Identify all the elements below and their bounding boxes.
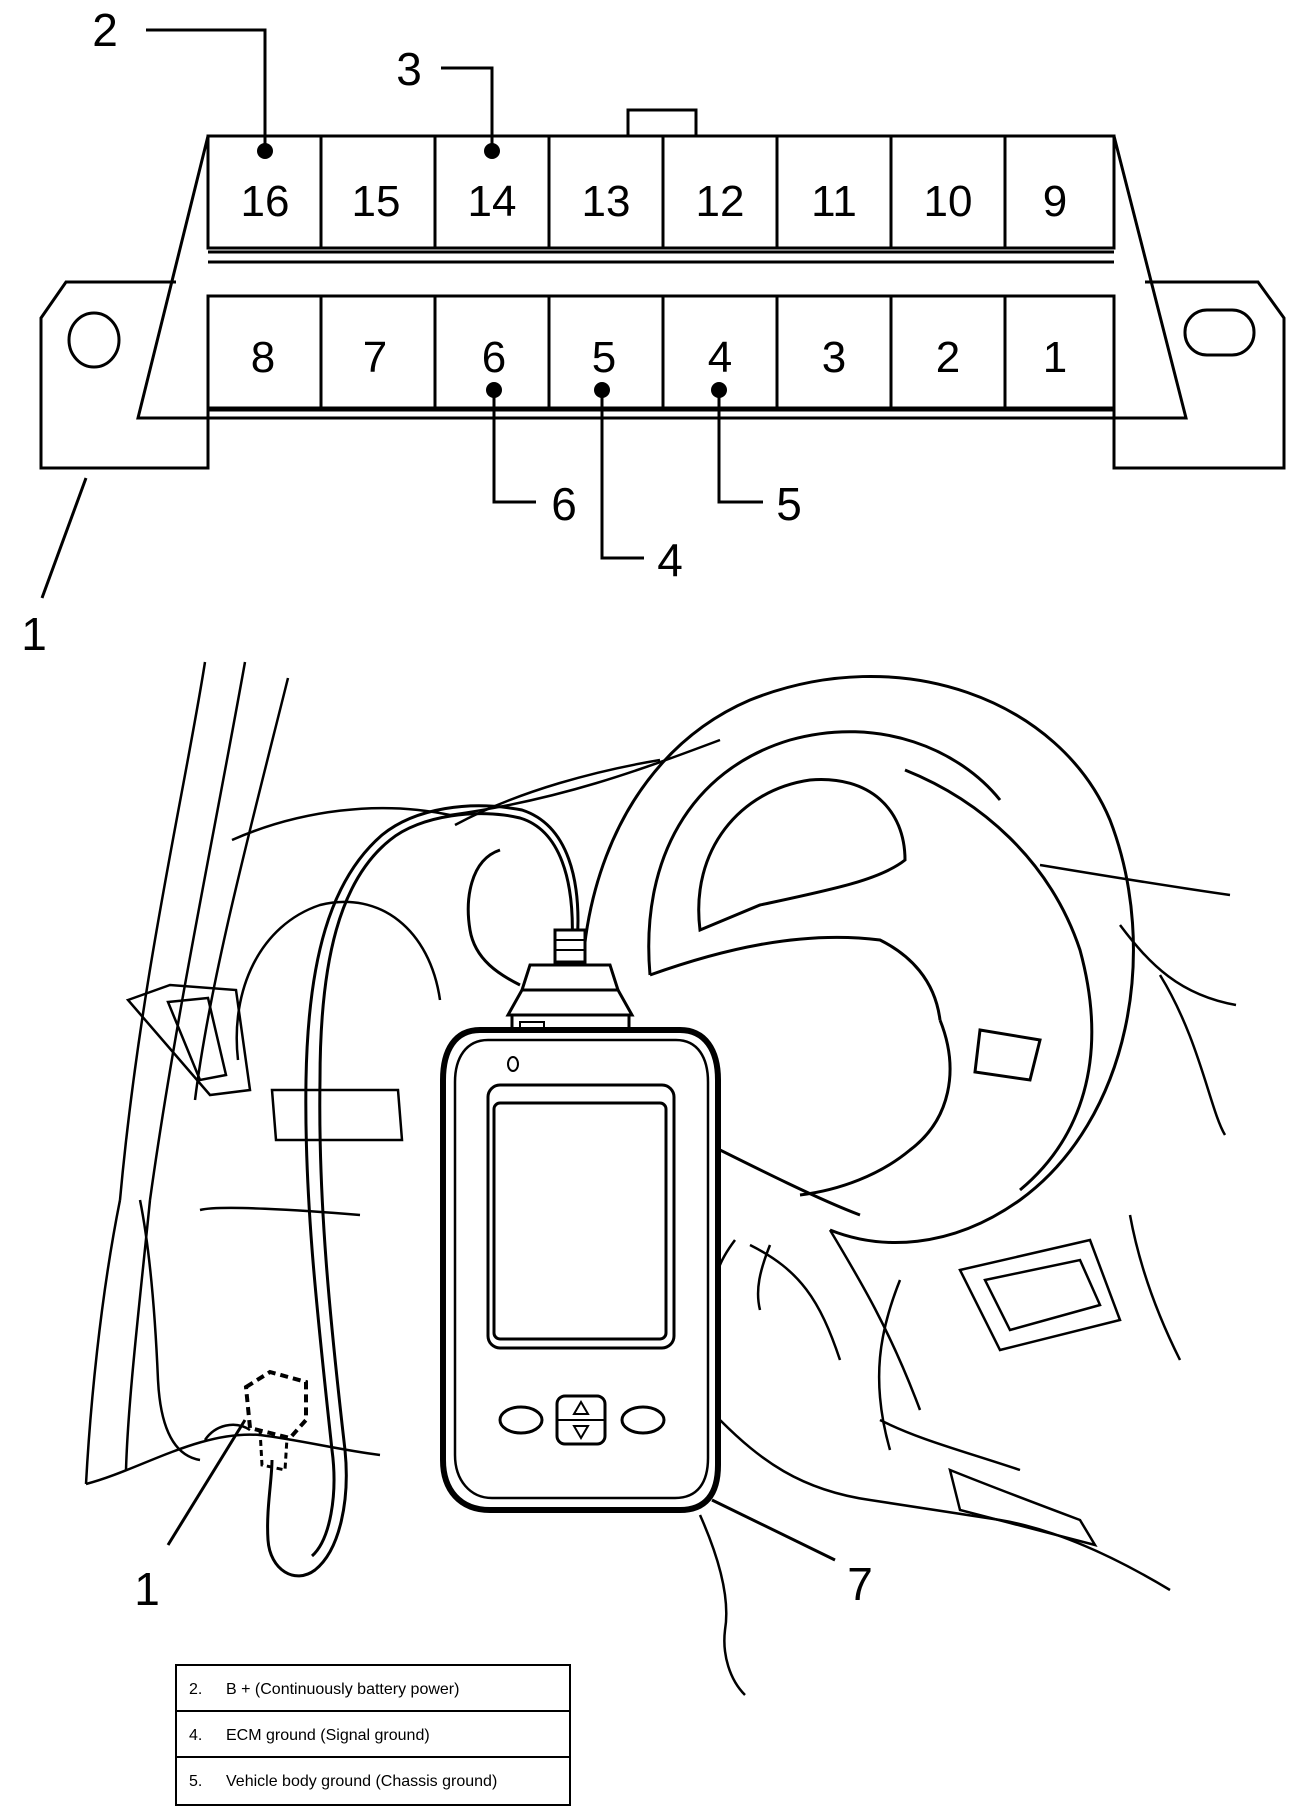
pin-11-label: 11	[811, 177, 857, 226]
up-arrow-icon	[572, 1400, 590, 1415]
scan-tool-screen	[492, 1101, 668, 1341]
legend-row-1-text: B + (Continuously battery power)	[226, 1681, 459, 1698]
down-arrow-icon	[572, 1425, 590, 1440]
callout-1-dash-label: 1	[134, 1563, 160, 1615]
dlc-location-dashed	[243, 1369, 308, 1472]
scan-tool-cable	[266, 812, 574, 1578]
dlc-connector	[39, 108, 1286, 470]
legend-row-2-text: ECM ground (Signal ground)	[226, 1727, 430, 1744]
pin-13-label: 13	[582, 177, 631, 226]
callout-1-leader	[40, 477, 88, 599]
left-mounting-flange	[39, 280, 210, 470]
callout-6-leader	[492, 390, 536, 504]
pin-15-label: 15	[352, 177, 401, 226]
pin-14-label: 14	[468, 177, 517, 226]
legend-row-3-text: Vehicle body ground (Chassis ground)	[226, 1773, 497, 1790]
callout-3-leader	[441, 66, 494, 151]
top-row-pin-labels: 16 15 14 13 12 11 10 9	[241, 177, 1068, 226]
pin-3-label: 3	[822, 333, 846, 382]
callout-4-leader	[600, 390, 644, 560]
pin-1-label: 1	[1043, 333, 1067, 382]
pin-8-label: 8	[251, 333, 275, 382]
callout-2-leader	[146, 28, 267, 151]
pin-2-label: 2	[936, 333, 960, 382]
pin-callouts: 2 3 6 4 5 1	[21, 4, 802, 660]
callout-5-label: 5	[776, 478, 802, 530]
legend-table: 2. B + (Continuously battery power) 4. E…	[175, 1664, 571, 1806]
right-softkey-button	[620, 1405, 666, 1435]
pin-4-label: 4	[708, 333, 732, 382]
callout-3-label: 3	[396, 43, 422, 95]
status-led-icon	[507, 1056, 519, 1072]
legend-row-3-num: 5.	[189, 1773, 202, 1790]
right-mounting-flange	[1112, 280, 1286, 470]
bottom-pin-row	[206, 294, 1116, 410]
left-mounting-hole	[67, 311, 121, 369]
pin-5-label: 5	[592, 333, 616, 382]
callout-7-label: 7	[847, 1558, 873, 1610]
top-pin-row	[206, 134, 1116, 250]
pin-16-label: 16	[241, 177, 290, 226]
pin-7-label: 7	[363, 333, 387, 382]
pin-12-label: 12	[696, 177, 745, 226]
connector-key-tab	[626, 108, 698, 138]
pin-10-label: 10	[924, 177, 973, 226]
dashboard-scene: 1 7	[84, 661, 1237, 1696]
scan-tool-device	[440, 1027, 721, 1513]
left-softkey-button	[498, 1405, 544, 1435]
pin-9-label: 9	[1043, 177, 1067, 226]
callout-5-leader	[717, 390, 763, 504]
bottom-row-pin-labels: 8 7 6 5 4 3 2 1	[251, 333, 1067, 382]
callout-6-label: 6	[551, 478, 577, 530]
callout-4-label: 4	[657, 534, 683, 586]
callout-7-leader	[711, 1498, 836, 1562]
callout-1-dash-leader	[166, 1419, 247, 1546]
callout-1-connector-label: 1	[21, 608, 47, 660]
legend-row-1-num: 2.	[189, 1681, 202, 1698]
legend-row-2-num: 4.	[189, 1727, 202, 1744]
pin-6-label: 6	[482, 333, 506, 382]
callout-2-label: 2	[92, 4, 118, 56]
right-mounting-hole	[1183, 308, 1256, 357]
